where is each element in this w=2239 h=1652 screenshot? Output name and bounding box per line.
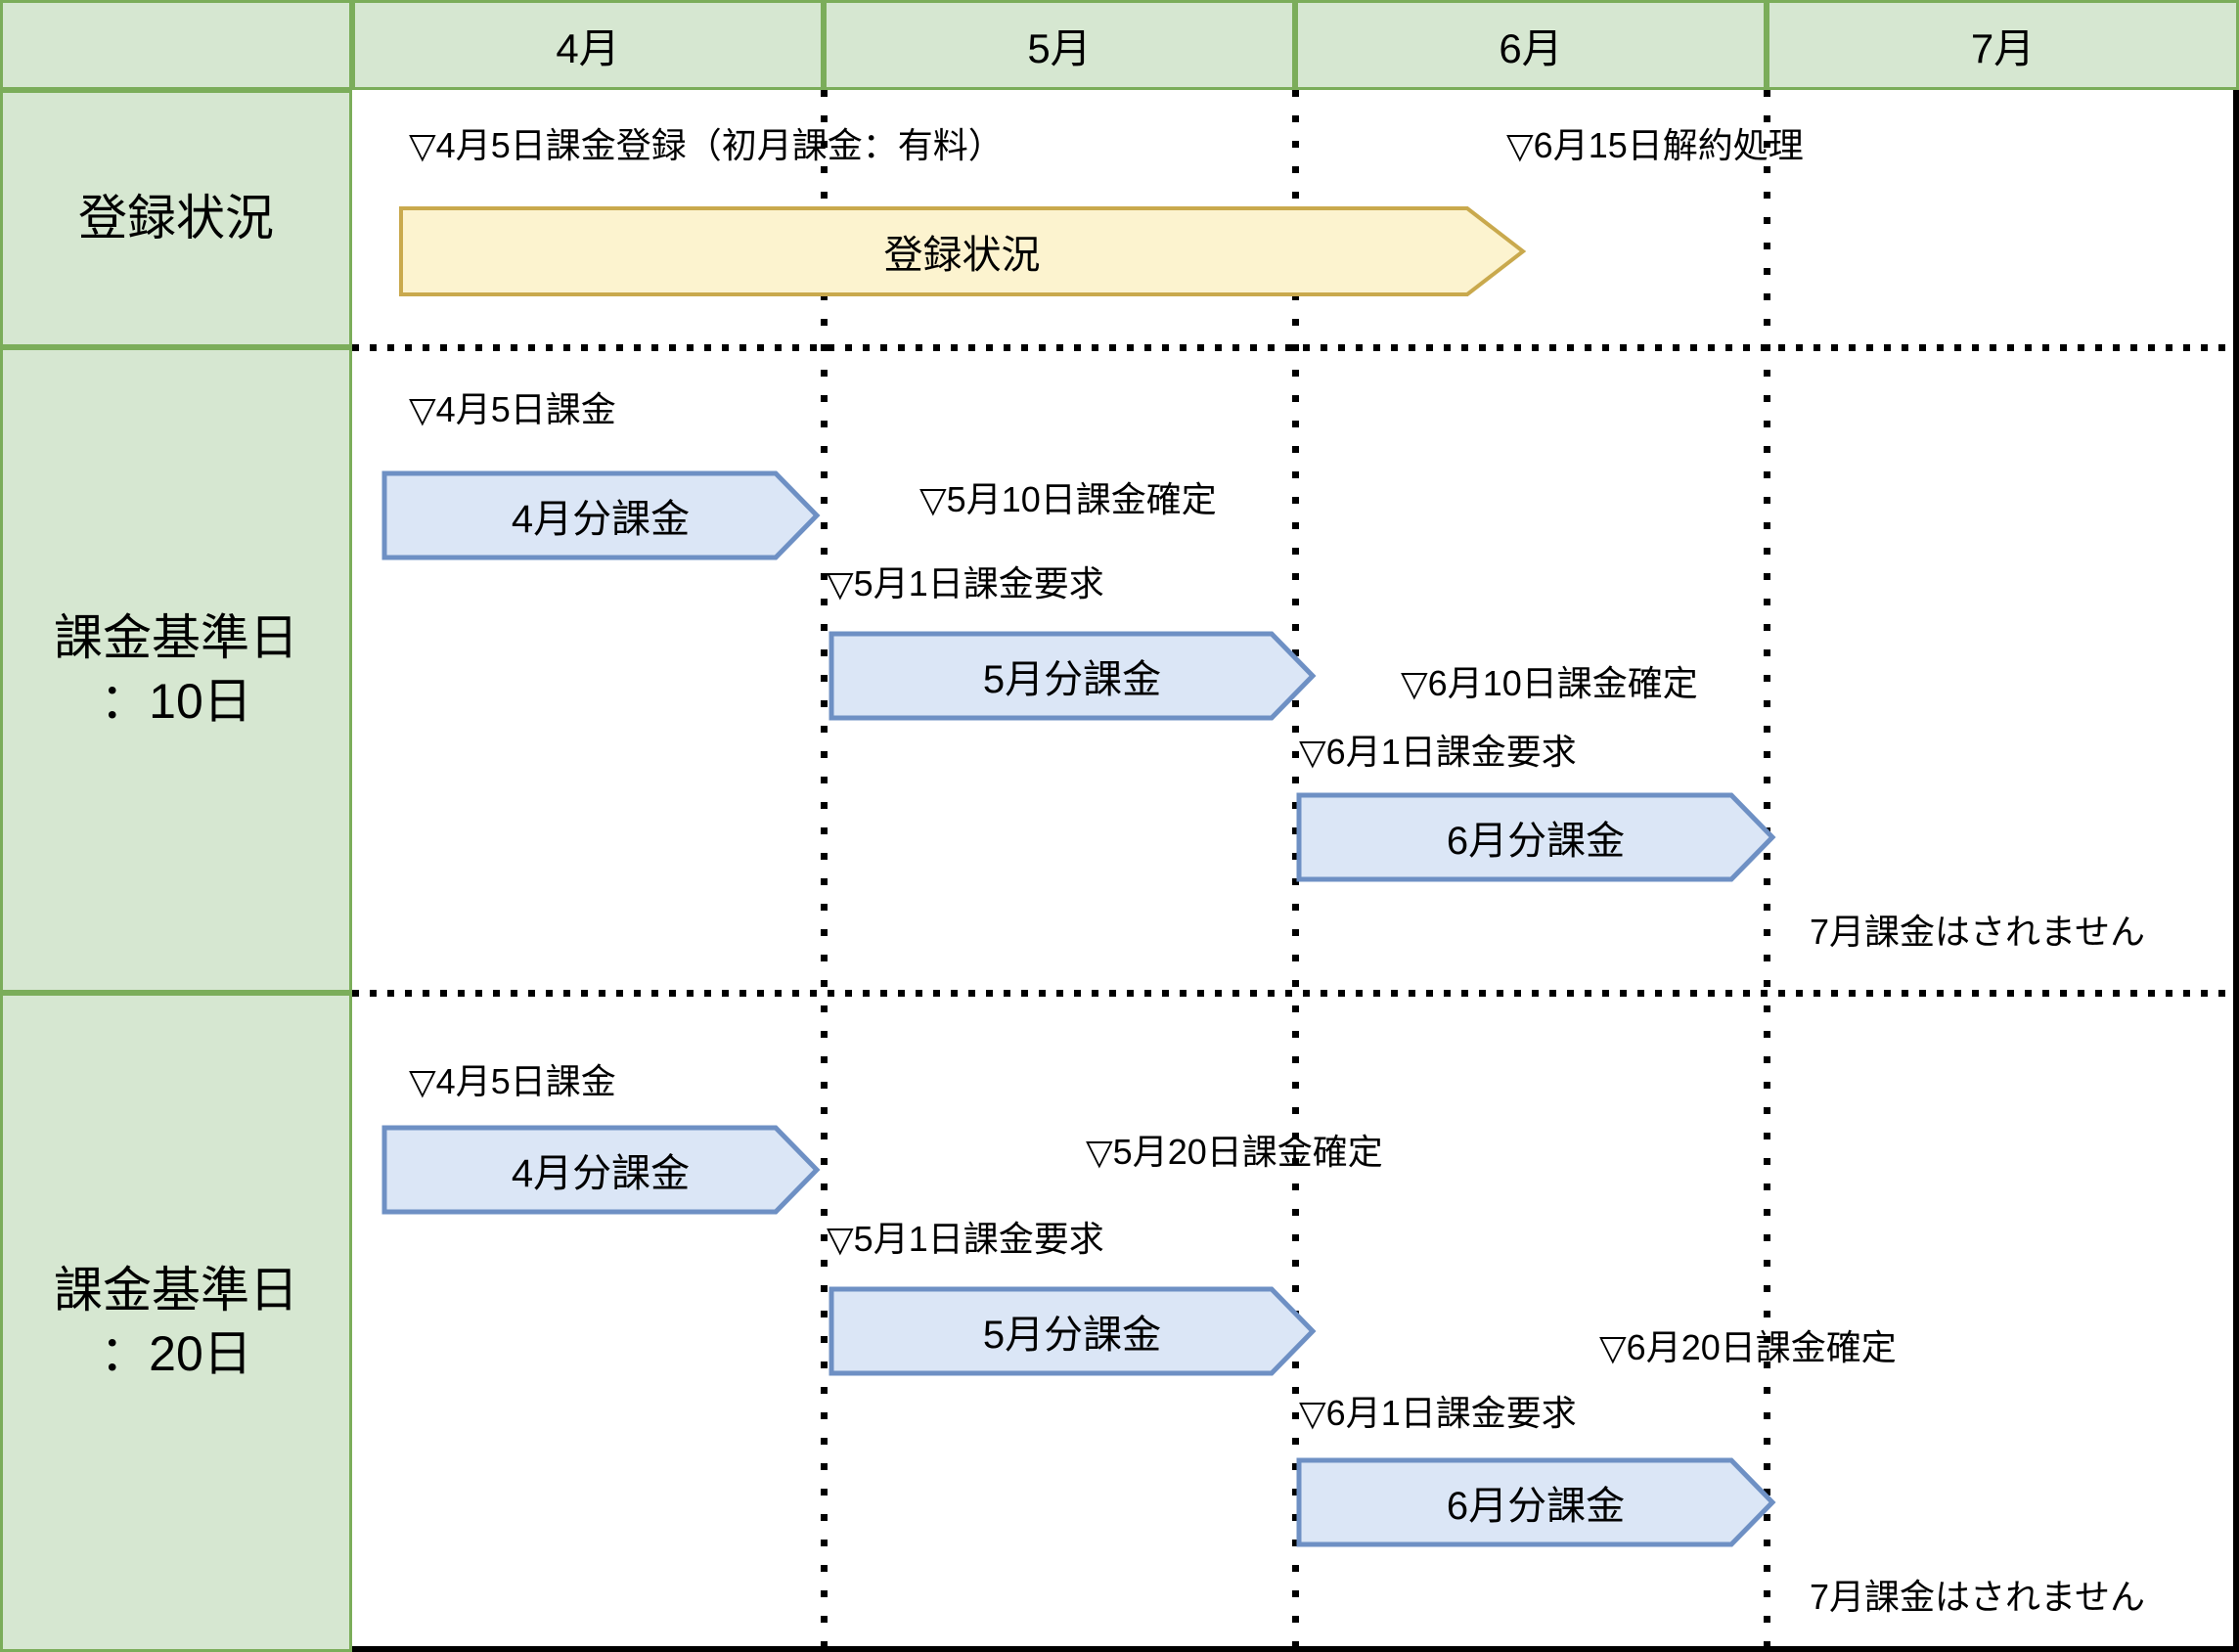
- r20-may-billing-bar-label: 5月分課金: [982, 1314, 1162, 1357]
- row-label-base-day-20: 課金基準日 ：20日: [0, 993, 352, 1652]
- r20-april-billing-arrow-shape: [381, 1125, 821, 1215]
- r10-annotation-july-no-charge: 7月課金はされません: [1810, 912, 2145, 952]
- r20-annotation-may1-request: ▽5月1日課金要求: [827, 1219, 1104, 1259]
- month-divider-july: [1764, 90, 1770, 1646]
- r10-annotation-jun1-request: ▽6月1日課金要求: [1299, 732, 1577, 772]
- r10-april-billing-bar-label: 4月分課金: [511, 498, 691, 541]
- header-month-may: 5月: [824, 0, 1295, 90]
- r10-june-billing-arrow-shape: [1296, 792, 1776, 882]
- registration-period-bar-label: 登録状況: [883, 234, 1041, 277]
- registration-period-bar: 登録状況: [398, 205, 1527, 297]
- header-corner-cell: [0, 0, 352, 90]
- row-divider-1: [352, 344, 2239, 351]
- annotation-jun15-cancellation: ▽6月15日解約処理: [1506, 125, 1804, 165]
- month-label-june: 6月: [1499, 24, 1563, 71]
- month-divider-june: [1292, 90, 1299, 1646]
- r10-annotation-may10-confirm: ▽5月10日課金確定: [919, 479, 1217, 519]
- r20-annotation-may20-confirm: ▽5月20日課金確定: [1086, 1132, 1383, 1172]
- annotation-apr5-registration: ▽4月5日課金登録（初月課金：有料）: [409, 125, 1004, 165]
- r20-june-billing-bar: 6月分課金: [1296, 1457, 1776, 1547]
- r10-june-billing-bar-label: 6月分課金: [1446, 820, 1626, 863]
- month-label-july: 7月: [1970, 24, 2036, 71]
- r20-april-billing-bar: 4月分課金: [381, 1125, 821, 1215]
- month-label-may: 5月: [1027, 24, 1092, 71]
- row-label-base-day-10: 課金基準日 ：10日: [0, 347, 352, 993]
- r10-june-billing-bar: 6月分課金: [1296, 792, 1776, 882]
- r10-april-billing-arrow-shape: [381, 470, 821, 560]
- month-divider-may: [821, 90, 828, 1646]
- r20-may-billing-arrow-shape: [828, 1286, 1317, 1376]
- chart-right-border: [2233, 90, 2239, 1652]
- row-label-registration-status: 登録状況: [0, 90, 352, 347]
- r10-may-billing-arrow-shape: [828, 631, 1317, 721]
- r20-annotation-jun20-confirm: ▽6月20日課金確定: [1599, 1327, 1897, 1367]
- r10-may-billing-bar-label: 5月分課金: [982, 658, 1162, 701]
- r20-annotation-apr5-charge: ▽4月5日課金: [409, 1061, 616, 1101]
- r10-annotation-may1-request: ▽5月1日課金要求: [827, 563, 1104, 603]
- header-month-june: 6月: [1295, 0, 1767, 90]
- r20-annotation-july-no-charge: 7月課金はされません: [1810, 1577, 2145, 1617]
- r20-june-billing-arrow-shape: [1296, 1457, 1776, 1547]
- r10-may-billing-bar: 5月分課金: [828, 631, 1317, 721]
- r10-annotation-apr5-charge: ▽4月5日課金: [409, 389, 616, 429]
- registration-status-label: 登録状況: [78, 191, 274, 246]
- row-divider-2: [352, 990, 2239, 997]
- r20-annotation-jun1-request: ▽6月1日課金要求: [1299, 1393, 1577, 1433]
- header-month-april: 4月: [352, 0, 824, 90]
- base-day-20-label: 課金基準日 ：20日: [54, 1263, 298, 1381]
- chart-bottom-border: [352, 1646, 2239, 1652]
- r20-may-billing-bar: 5月分課金: [828, 1286, 1317, 1376]
- r10-annotation-jun10-confirm: ▽6月10日課金確定: [1401, 663, 1698, 703]
- registration-period-arrow-shape: [399, 206, 1527, 296]
- header-month-july: 7月: [1767, 0, 2239, 90]
- r20-june-billing-bar-label: 6月分課金: [1446, 1485, 1626, 1528]
- r10-april-billing-bar: 4月分課金: [381, 470, 821, 560]
- month-label-april: 4月: [556, 24, 620, 71]
- base-day-10-label: 課金基準日 ：10日: [54, 610, 298, 729]
- r20-april-billing-bar-label: 4月分課金: [511, 1152, 691, 1195]
